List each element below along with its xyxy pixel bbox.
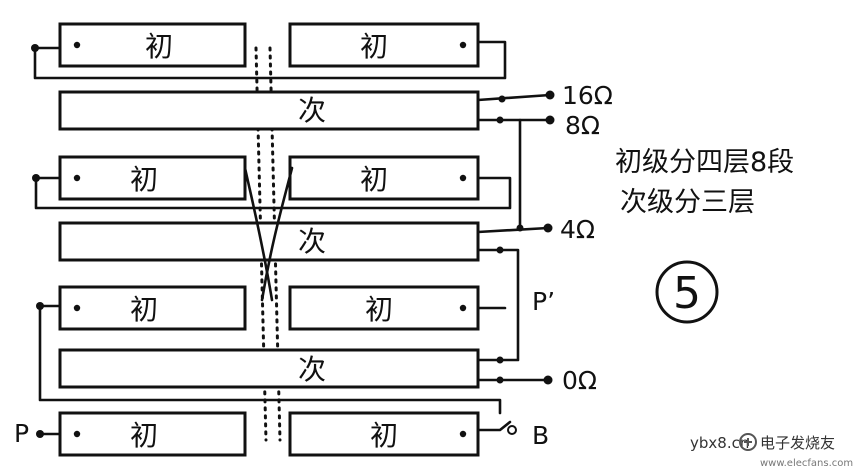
secondary-label: 次 — [298, 94, 326, 127]
primary-label: 初 — [130, 419, 158, 452]
terminal-b: B — [532, 421, 549, 450]
cross-wire-a — [243, 166, 274, 302]
figure-number-circle — [655, 260, 719, 324]
primary-label: 初 — [370, 419, 398, 452]
secondary-coil-2 — [58, 221, 480, 262]
watermark-logo-icon — [739, 433, 757, 451]
primary-coil-1-right — [288, 22, 480, 68]
secondary-label: 次 — [298, 225, 326, 258]
figure-number: 5 — [673, 268, 701, 319]
terminal-0-ohm: 0Ω — [562, 366, 597, 395]
primary-label: 初 — [360, 163, 388, 196]
primary-coil-2-left — [58, 155, 247, 201]
cross-wire-b — [260, 166, 294, 302]
secondary-label: 次 — [298, 353, 326, 386]
terminal-8-ohm: 8Ω — [565, 111, 600, 140]
terminal-p: P — [14, 419, 29, 448]
cross-wires — [243, 166, 294, 302]
terminal-labels: 16Ω 8Ω 4Ω P’ 0Ω P B — [14, 81, 613, 450]
note-line-1: 初级分四层8段 — [615, 147, 794, 178]
watermark-url: www.elecfans.com — [760, 458, 853, 469]
secondary-coil-3 — [58, 348, 480, 389]
terminal-16-ohm: 16Ω — [562, 81, 613, 110]
coil-dots — [73, 41, 467, 438]
coil-labels: 初 初 次 初 初 次 初 初 次 初 初 — [130, 30, 398, 452]
coils — [58, 22, 480, 457]
terminal-p-prime: P’ — [532, 287, 555, 316]
primary-label: 初 — [360, 30, 388, 63]
watermark-logo-text: 电子发烧友 — [760, 434, 835, 452]
notes: 初级分四层8段 次级分三层 — [615, 147, 794, 218]
left-wiring — [31, 40, 512, 438]
primary-label: 初 — [130, 293, 158, 326]
primary-label: 初 — [365, 293, 393, 326]
watermark-site: ybx8.cn — [690, 434, 749, 452]
terminal-4-ohm: 4Ω — [560, 215, 595, 244]
primary-coil-4-right — [288, 411, 480, 457]
figure-number-badge: 5 — [655, 260, 719, 324]
primary-label: 初 — [130, 163, 158, 196]
primary-coil-3-right — [288, 285, 480, 331]
note-line-2: 次级分三层 — [620, 187, 755, 218]
primary-coil-1-left — [58, 22, 247, 68]
right-wiring — [476, 90, 555, 435]
primary-label: 初 — [145, 30, 173, 63]
primary-coil-3-left — [58, 285, 247, 331]
secondary-coil-1 — [58, 90, 480, 131]
watermark: ybx8.cn 电子发烧友 www.elecfans.com — [690, 433, 853, 469]
